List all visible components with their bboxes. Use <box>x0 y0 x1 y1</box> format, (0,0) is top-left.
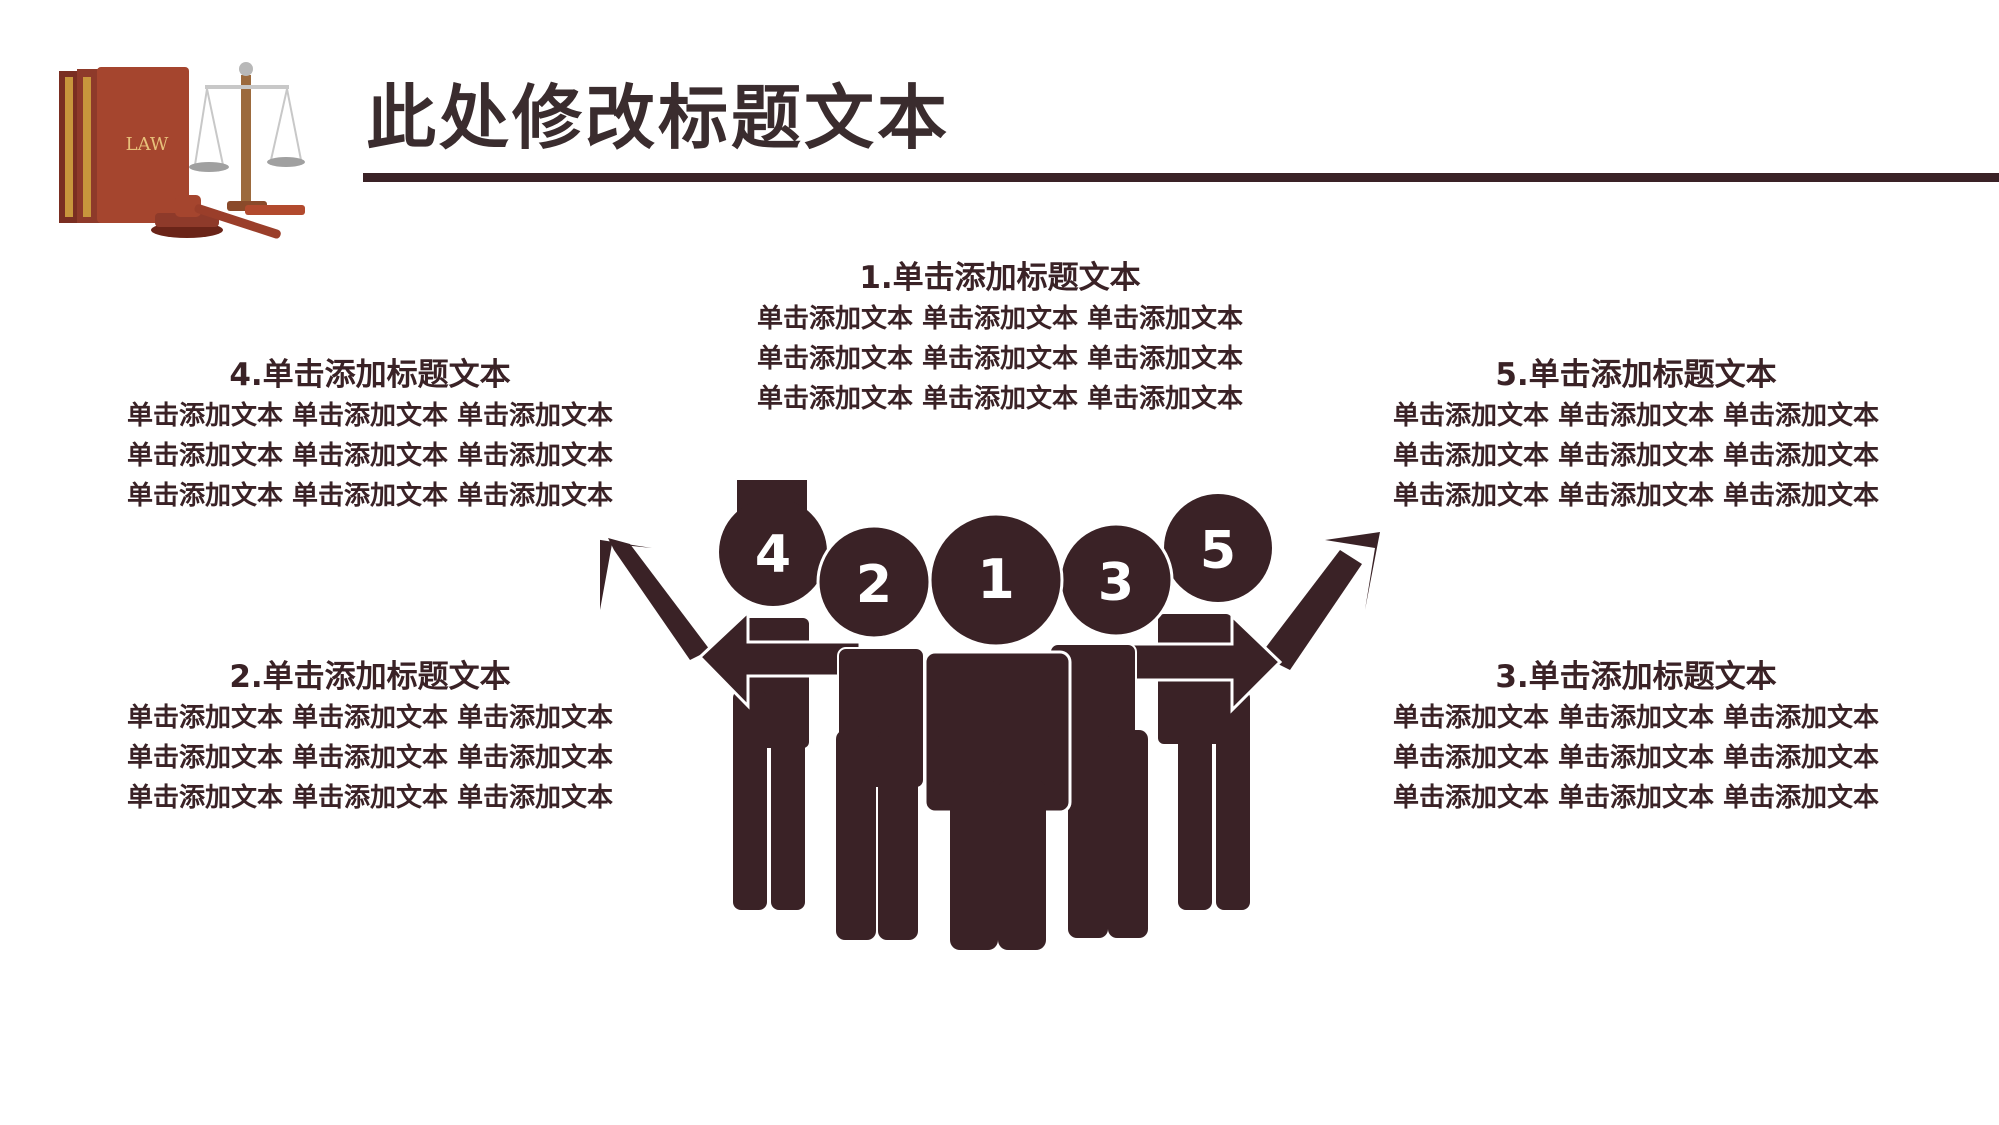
block-line: 单击添加文本 单击添加文本 单击添加文本 <box>756 344 1244 374</box>
block-line: 单击添加文本 单击添加文本 单击添加文本 <box>126 481 614 511</box>
block-line: 单击添加文本 单击添加文本 单击添加文本 <box>1392 441 1880 471</box>
block-line: 单击添加文本 单击添加文本 单击添加文本 <box>756 304 1244 334</box>
gavel-icon <box>151 195 305 239</box>
block-line: 单击添加文本 单击添加文本 单击添加文本 <box>126 441 614 471</box>
arrow-up-left-icon <box>600 538 710 660</box>
block-title: 3.单击添加标题文本 <box>1495 659 1777 695</box>
block-line: 单击添加文本 单击添加文本 单击添加文本 <box>126 783 614 813</box>
block-line: 单击添加文本 单击添加文本 单击添加文本 <box>1392 401 1880 431</box>
block-line: 单击添加文本 单击添加文本 单击添加文本 <box>1392 743 1880 773</box>
slide-title: 此处修改标题文本 <box>366 77 950 159</box>
person-number-2: 2 <box>856 555 892 615</box>
person-number-1: 1 <box>977 548 1015 611</box>
block-line: 单击添加文本 单击添加文本 单击添加文本 <box>756 384 1244 414</box>
block-line: 单击添加文本 单击添加文本 单击添加文本 <box>1392 703 1880 733</box>
block-title: 2.单击添加标题文本 <box>229 659 511 695</box>
person-1-figure <box>923 512 1072 950</box>
block-line: 单击添加文本 单击添加文本 单击添加文本 <box>1392 783 1880 813</box>
person-number-4: 4 <box>755 525 791 585</box>
text-block-2: 2.单击添加标题文本 单击添加文本 单击添加文本 单击添加文本 单击添加文本 单… <box>100 656 640 818</box>
text-block-4: 4.单击添加标题文本 单击添加文本 单击添加文本 单击添加文本 单击添加文本 单… <box>100 354 640 516</box>
block-line: 单击添加文本 单击添加文本 单击添加文本 <box>126 743 614 773</box>
text-block-3: 3.单击添加标题文本 单击添加文本 单击添加文本 单击添加文本 单击添加文本 单… <box>1366 656 1906 818</box>
arrow-up-right-icon <box>1260 532 1380 670</box>
person-number-5: 5 <box>1200 521 1236 581</box>
title-divider <box>363 173 1999 182</box>
text-block-5: 5.单击添加标题文本 单击添加文本 单击添加文本 单击添加文本 单击添加文本 单… <box>1366 354 1906 516</box>
block-line: 单击添加文本 单击添加文本 单击添加文本 <box>126 401 614 431</box>
people-group-graphic: 4 2 1 3 5 <box>600 480 1380 950</box>
block-title: 4.单击添加标题文本 <box>229 357 511 393</box>
text-block-1: 1.单击添加标题文本 单击添加文本 单击添加文本 单击添加文本 单击添加文本 单… <box>730 257 1270 419</box>
scales-icon <box>189 62 305 211</box>
block-line: 单击添加文本 单击添加文本 单击添加文本 <box>1392 481 1880 511</box>
person-number-3: 3 <box>1098 553 1134 613</box>
law-books-icon: LAW <box>59 67 189 223</box>
law-books-scales-logo: LAW <box>59 62 305 239</box>
block-line: 单击添加文本 单击添加文本 单击添加文本 <box>126 703 614 733</box>
block-title: 5.单击添加标题文本 <box>1495 357 1777 393</box>
svg-text:LAW: LAW <box>126 134 169 155</box>
block-title: 1.单击添加标题文本 <box>859 260 1141 296</box>
